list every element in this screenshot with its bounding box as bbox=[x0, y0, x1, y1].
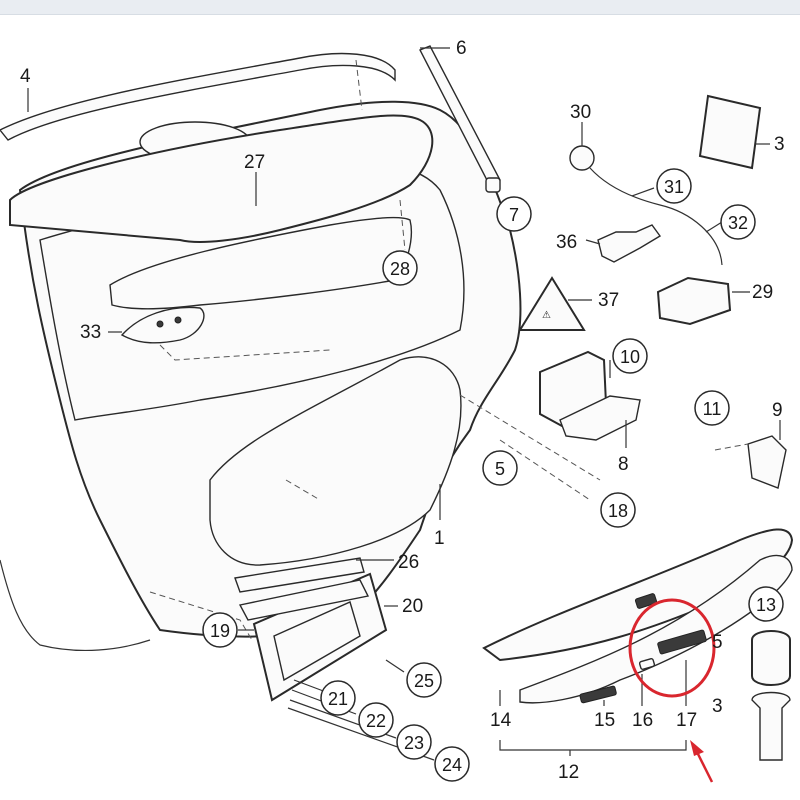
highlight-arrow-head bbox=[690, 740, 704, 756]
callout-8: 8 bbox=[618, 454, 629, 475]
part-switch-cap bbox=[579, 685, 617, 704]
callout-33: 33 bbox=[80, 322, 101, 343]
part-release-box bbox=[656, 276, 732, 326]
part-latch-bracket bbox=[747, 435, 787, 489]
callout-4: 4 bbox=[20, 66, 31, 87]
callout-16: 16 bbox=[632, 710, 653, 731]
part-hinge-cover-hole bbox=[156, 320, 164, 328]
part-bolt bbox=[751, 691, 791, 761]
warning-label-glyph: ⚠ bbox=[542, 310, 551, 321]
callout-17: 17 bbox=[676, 710, 697, 731]
assembly-line bbox=[459, 394, 601, 481]
callout-10: 10 bbox=[620, 347, 640, 367]
leader-32 bbox=[705, 221, 723, 233]
part-license-bracket-inner bbox=[273, 601, 361, 682]
callout-13: 13 bbox=[756, 595, 776, 615]
callout-32-circle: 32 bbox=[720, 204, 756, 240]
part-pad bbox=[698, 94, 762, 170]
assembly-line bbox=[355, 59, 363, 111]
part-screw-cap bbox=[751, 630, 791, 686]
part-release-loop bbox=[569, 145, 595, 171]
callout-5-circle: 5 bbox=[482, 450, 518, 486]
callout-10-circle: 10 bbox=[612, 338, 648, 374]
callout-3-right: 3 bbox=[712, 696, 723, 717]
part-reflector-strip bbox=[234, 557, 365, 593]
callout-31-circle: 31 bbox=[656, 168, 692, 204]
callout-22-circle: 22 bbox=[358, 702, 394, 738]
callout-6: 6 bbox=[456, 38, 467, 59]
callout-9: 9 bbox=[772, 400, 783, 421]
callout-7: 7 bbox=[509, 205, 519, 225]
leader-25 bbox=[385, 659, 405, 673]
callout-11-circle: 11 bbox=[694, 390, 730, 426]
highlight-circle bbox=[628, 598, 716, 698]
callout-15: 15 bbox=[594, 710, 615, 731]
callout-24: 24 bbox=[442, 755, 462, 775]
assembly-line bbox=[285, 479, 321, 501]
assembly-line bbox=[149, 591, 253, 641]
callout-12: 12 bbox=[558, 762, 579, 783]
part-spoiler bbox=[9, 114, 434, 243]
callout-5: 5 bbox=[495, 459, 505, 479]
callout-25-circle: 25 bbox=[406, 662, 442, 698]
part-handle-switch bbox=[634, 593, 658, 609]
part-seal-left-edge bbox=[0, 559, 151, 652]
window-top-bar bbox=[0, 0, 800, 15]
callout-19: 19 bbox=[210, 621, 230, 641]
callout-13-circle: 13 bbox=[748, 586, 784, 622]
callout-25: 25 bbox=[414, 671, 434, 691]
part-switch-clip bbox=[638, 657, 656, 671]
callout-21-circle: 21 bbox=[320, 680, 356, 716]
part-latch-bracket-dash bbox=[714, 443, 749, 451]
callout-37: 37 bbox=[598, 290, 619, 311]
part-warning-label bbox=[518, 276, 586, 331]
leader-12 bbox=[499, 740, 687, 756]
part-gas-strut-end bbox=[485, 177, 501, 193]
callout-18: 18 bbox=[608, 501, 628, 521]
leader-31 bbox=[631, 187, 655, 197]
callout-28: 28 bbox=[390, 259, 410, 279]
part-cable-bracket bbox=[597, 224, 662, 263]
part-lock-bracket bbox=[559, 395, 641, 441]
callout-26: 26 bbox=[398, 552, 419, 573]
callout-31: 31 bbox=[664, 177, 684, 197]
callout-23: 23 bbox=[404, 733, 424, 753]
part-handle-trim bbox=[482, 528, 794, 662]
callout-36: 36 bbox=[556, 232, 577, 253]
callout-1: 1 bbox=[434, 528, 445, 549]
callout-21: 21 bbox=[328, 689, 348, 709]
callout-24-circle: 24 bbox=[434, 746, 470, 782]
callout-32: 32 bbox=[728, 213, 748, 233]
callout-29: 29 bbox=[752, 282, 773, 303]
part-tailgate-seal bbox=[0, 52, 396, 141]
callout-30: 30 bbox=[570, 102, 591, 123]
callout-22: 22 bbox=[366, 711, 386, 731]
callout-18-circle: 18 bbox=[600, 492, 636, 528]
part-license-frame bbox=[238, 579, 370, 621]
callout-27: 27 bbox=[244, 152, 265, 173]
callout-23-circle: 23 bbox=[396, 724, 432, 760]
part-license-recess bbox=[209, 356, 462, 566]
callout-11: 11 bbox=[703, 399, 722, 419]
assembly-line bbox=[399, 199, 406, 251]
callout-20: 20 bbox=[402, 596, 423, 617]
assembly-line bbox=[159, 344, 331, 361]
callout-7-circle: 7 bbox=[496, 196, 532, 232]
leader-21 bbox=[293, 679, 327, 693]
callout-14: 14 bbox=[490, 710, 512, 731]
callout-19-circle: 19 bbox=[202, 612, 238, 648]
leader-36 bbox=[585, 239, 601, 245]
part-release-cable bbox=[589, 167, 723, 266]
callout-28-circle: 28 bbox=[382, 250, 418, 286]
part-switch-module bbox=[657, 629, 707, 655]
assembly-line bbox=[499, 439, 591, 501]
part-hinge-cover-hole bbox=[174, 316, 182, 324]
callout-3-top: 3 bbox=[774, 134, 785, 155]
callout-5-right: 5 bbox=[712, 632, 723, 653]
